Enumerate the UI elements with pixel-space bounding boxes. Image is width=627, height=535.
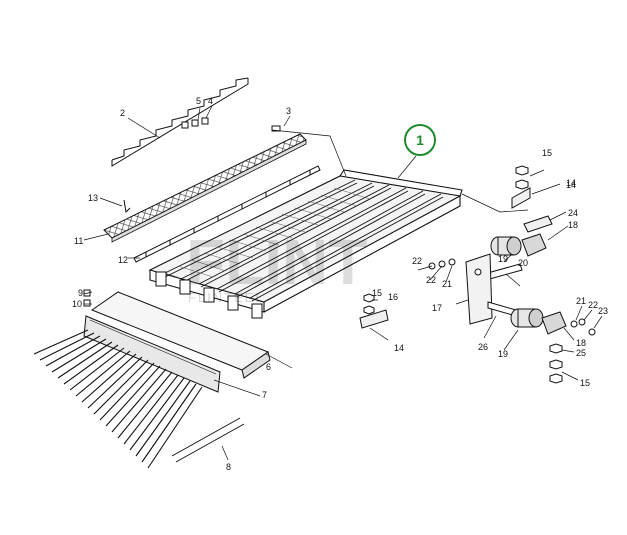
callout-1: 1 (404, 124, 436, 156)
part-number: 19 (498, 349, 508, 359)
part-number: 4 (208, 96, 213, 106)
leader-lines (83, 105, 603, 461)
serrated-strip (111, 77, 249, 167)
part-number: 17 (432, 303, 442, 313)
part-number: 22 (412, 256, 422, 266)
clip-13 (123, 199, 131, 214)
watermark-sub: FLINTEEL (188, 290, 265, 305)
part-number: 7 (262, 390, 267, 400)
part-number: 20 (518, 258, 528, 268)
part-number: 18 (568, 220, 578, 230)
part-number: 26 (478, 342, 488, 352)
hanger-17 (465, 253, 493, 325)
part-number: 14 (566, 178, 576, 188)
watermark: FLINT FLINTEEL (186, 226, 367, 305)
part-number: 15 (580, 378, 590, 388)
bushing-19-lower (510, 308, 544, 328)
nuts-15-16-lower-left (363, 293, 375, 315)
perforated-plate (103, 133, 307, 243)
bracket-24 (523, 215, 553, 233)
part-number: 19 (498, 254, 508, 264)
part-number: 12 (118, 255, 128, 265)
finger-comb (33, 315, 221, 469)
part-number: 3 (286, 106, 291, 116)
part-number: 15 (372, 288, 382, 298)
clamp-18-upper (521, 233, 547, 257)
part-number: 14 (394, 343, 404, 353)
bracket-14-top (511, 187, 531, 209)
part-number: 11 (74, 236, 83, 246)
bushing-19-upper (490, 236, 522, 256)
part-number: 16 (388, 292, 398, 302)
watermark-main: FLINT (186, 226, 367, 298)
bracket-14-lower (359, 309, 389, 329)
guide-plate (90, 291, 271, 379)
part-number: 21 (442, 279, 452, 289)
sieve-front-teeth (155, 271, 263, 319)
loose-rods (171, 417, 245, 463)
part-number: 5 (196, 96, 201, 106)
part-number: 9 (78, 288, 83, 298)
part-number: 6 (266, 362, 271, 372)
part-number: 15 (542, 148, 552, 158)
part-number-labels: 2 3 4 5 6 7 8 9 10 11 12 13 14 15 24 18 … (72, 96, 608, 472)
part-number: 18 (576, 338, 586, 348)
nuts-15-top (515, 165, 529, 190)
part-number: 23 (598, 306, 608, 316)
nuts-25-15-lower (549, 343, 563, 384)
part-number: 2 (120, 108, 125, 118)
part-number: 22 (426, 275, 436, 285)
part-number: 22 (588, 300, 598, 310)
part-number: 14 (566, 180, 576, 190)
hardware-3-4-5 (181, 117, 281, 132)
sieve-crossbars (164, 187, 371, 285)
part-number: 24 (568, 208, 578, 218)
clamp-18-lower (541, 311, 567, 335)
part-number: 13 (88, 193, 98, 203)
part-number: 21 (576, 296, 586, 306)
callout-1-label: 1 (416, 132, 424, 148)
lower-rail (133, 165, 321, 263)
part-number: 10 (72, 299, 82, 309)
part-number: 8 (226, 462, 231, 472)
part-number: 25 (576, 348, 586, 358)
